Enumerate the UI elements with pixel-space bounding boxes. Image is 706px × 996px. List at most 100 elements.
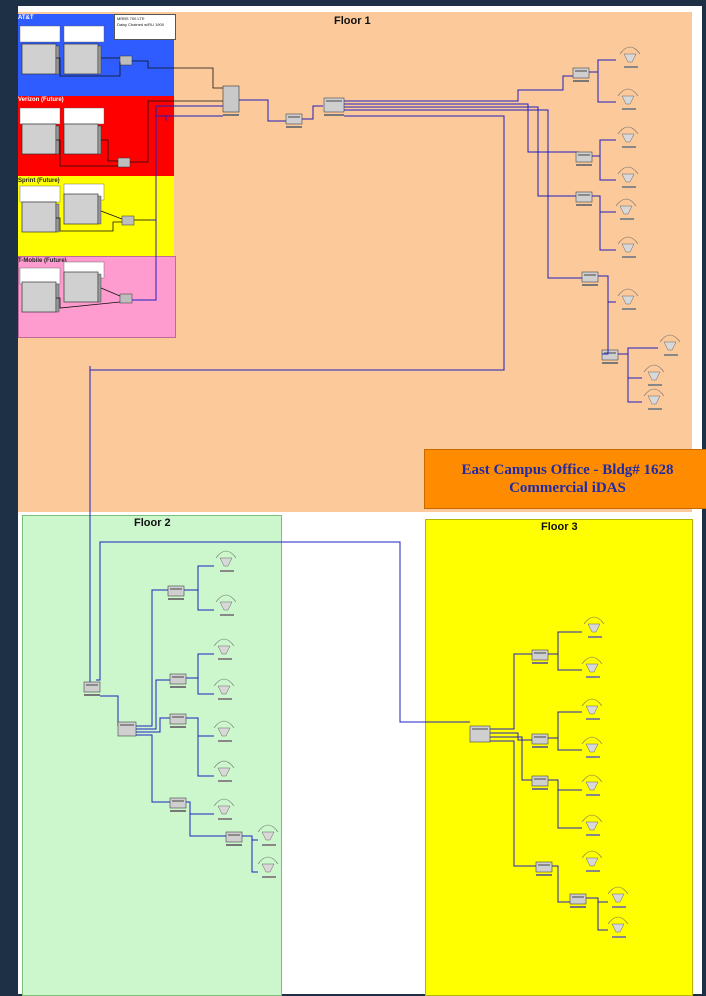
title-box: East Campus Office - Bldg# 1628 Commerci… xyxy=(424,449,706,509)
cable-run xyxy=(548,711,582,739)
jumper-run xyxy=(132,60,223,89)
head-end-side xyxy=(97,125,102,155)
cable-run xyxy=(100,695,119,726)
antenna-cone xyxy=(261,831,275,841)
cable-run xyxy=(627,354,642,379)
antenna-cone xyxy=(587,623,601,633)
cable-run xyxy=(344,106,576,197)
unit-label-bar xyxy=(602,362,618,364)
diagram-sheet: AT&T Verizon (Future) Sprint (Future) T-… xyxy=(18,6,706,996)
unit-faceplate xyxy=(172,716,184,718)
jumper-run xyxy=(100,210,123,220)
spec-label-icon xyxy=(63,25,105,43)
floor2-remote-unit-3 xyxy=(169,713,187,725)
cable-run xyxy=(589,59,616,73)
title-line-1: East Campus Office - Bldg# 1628 xyxy=(461,462,674,478)
cable-run xyxy=(197,590,214,611)
antenna-label-bar xyxy=(612,906,626,908)
cable-run xyxy=(552,865,570,903)
note-line-2: Daisy Chained w/RU 1900 xyxy=(117,22,164,27)
floor2-remote-unit-4 xyxy=(169,797,187,809)
unit-label-bar xyxy=(573,80,589,82)
unit-label-bar xyxy=(226,844,242,846)
att-head-end-1 xyxy=(21,43,57,75)
omni-antenna-icon xyxy=(643,364,665,373)
note-line-1: MRBS 700 LTE xyxy=(117,16,145,21)
cable-run xyxy=(302,105,323,120)
floor2-remote-unit-1 xyxy=(167,585,185,597)
antenna-label-bar xyxy=(588,636,602,638)
cable-run xyxy=(184,565,214,591)
floor3-remote-unit-3 xyxy=(531,775,549,787)
cable-run xyxy=(627,378,642,403)
floor2-remote-unit-5 xyxy=(225,831,243,843)
unit-faceplate xyxy=(538,864,550,866)
cable-run xyxy=(548,631,582,655)
cable-run xyxy=(557,790,582,829)
cable-run xyxy=(344,103,579,156)
antenna-cone xyxy=(611,893,625,903)
cable-run xyxy=(602,302,609,355)
antenna-cone xyxy=(621,243,635,253)
unit-faceplate xyxy=(472,728,488,730)
unit-label-bar xyxy=(532,746,548,748)
head-end-side xyxy=(97,195,102,225)
omni-antenna-icon xyxy=(257,824,279,833)
unit-label-bar xyxy=(286,126,302,128)
jumper-run xyxy=(56,297,121,309)
unit-faceplate xyxy=(172,800,184,802)
cable-run xyxy=(132,105,223,301)
floor2-master-unit xyxy=(83,681,101,693)
cable-run xyxy=(597,72,616,103)
att-head-end-2 xyxy=(63,43,99,75)
omni-antenna-icon xyxy=(215,550,237,559)
antenna-label-bar xyxy=(624,66,638,68)
unit-faceplate xyxy=(86,684,98,686)
antenna-cone xyxy=(261,863,275,873)
antenna-cone xyxy=(621,295,635,305)
omni-antenna-icon xyxy=(617,166,639,175)
spec-label-icon xyxy=(19,267,61,285)
antenna-cone xyxy=(585,743,599,753)
unit-label-bar xyxy=(576,204,592,206)
carrier-label-tmobile: T-Mobile (Future) xyxy=(18,258,67,264)
omni-antenna-icon xyxy=(213,638,235,647)
floor3-remote-unit-2 xyxy=(531,733,549,745)
floor3-remote-unit-5 xyxy=(569,893,587,905)
antenna-label-bar xyxy=(620,218,634,220)
floor-1-title: Floor 1 xyxy=(334,15,371,27)
omni-antenna-icon xyxy=(659,334,681,343)
antenna-cone xyxy=(663,341,677,351)
cable-run xyxy=(598,275,616,303)
cable-run xyxy=(136,679,170,730)
cable-run xyxy=(96,541,470,723)
cabling-diagram xyxy=(19,25,681,938)
cable-run xyxy=(186,653,214,679)
omni-antenna-icon xyxy=(617,126,639,135)
unit-faceplate xyxy=(228,834,240,836)
antenna-cone xyxy=(585,857,599,867)
antenna-label-bar xyxy=(586,676,600,678)
antenna-cone xyxy=(647,395,661,405)
antenna-cone xyxy=(621,173,635,183)
sprint-head-end-1 xyxy=(21,201,57,233)
antenna-label-bar xyxy=(262,876,276,878)
antenna-label-bar xyxy=(586,834,600,836)
jumper-run xyxy=(56,139,118,167)
cable-run xyxy=(136,734,170,803)
omni-antenna-icon xyxy=(215,594,237,603)
antenna-label-bar xyxy=(622,186,636,188)
splitter-icon xyxy=(119,55,133,66)
antenna-label-bar xyxy=(648,408,662,410)
antenna-label-bar xyxy=(218,698,232,700)
unit-label-bar xyxy=(532,788,548,790)
antenna-label-bar xyxy=(622,146,636,148)
unit-label-bar xyxy=(536,874,552,876)
antenna-cone xyxy=(619,205,633,215)
unit-label-bar xyxy=(576,164,592,166)
unit-label-bar xyxy=(170,726,186,728)
omni-antenna-icon xyxy=(617,236,639,245)
jumper-run xyxy=(101,139,118,162)
floor-3-title: Floor 3 xyxy=(541,521,578,533)
unit-faceplate xyxy=(326,100,342,102)
